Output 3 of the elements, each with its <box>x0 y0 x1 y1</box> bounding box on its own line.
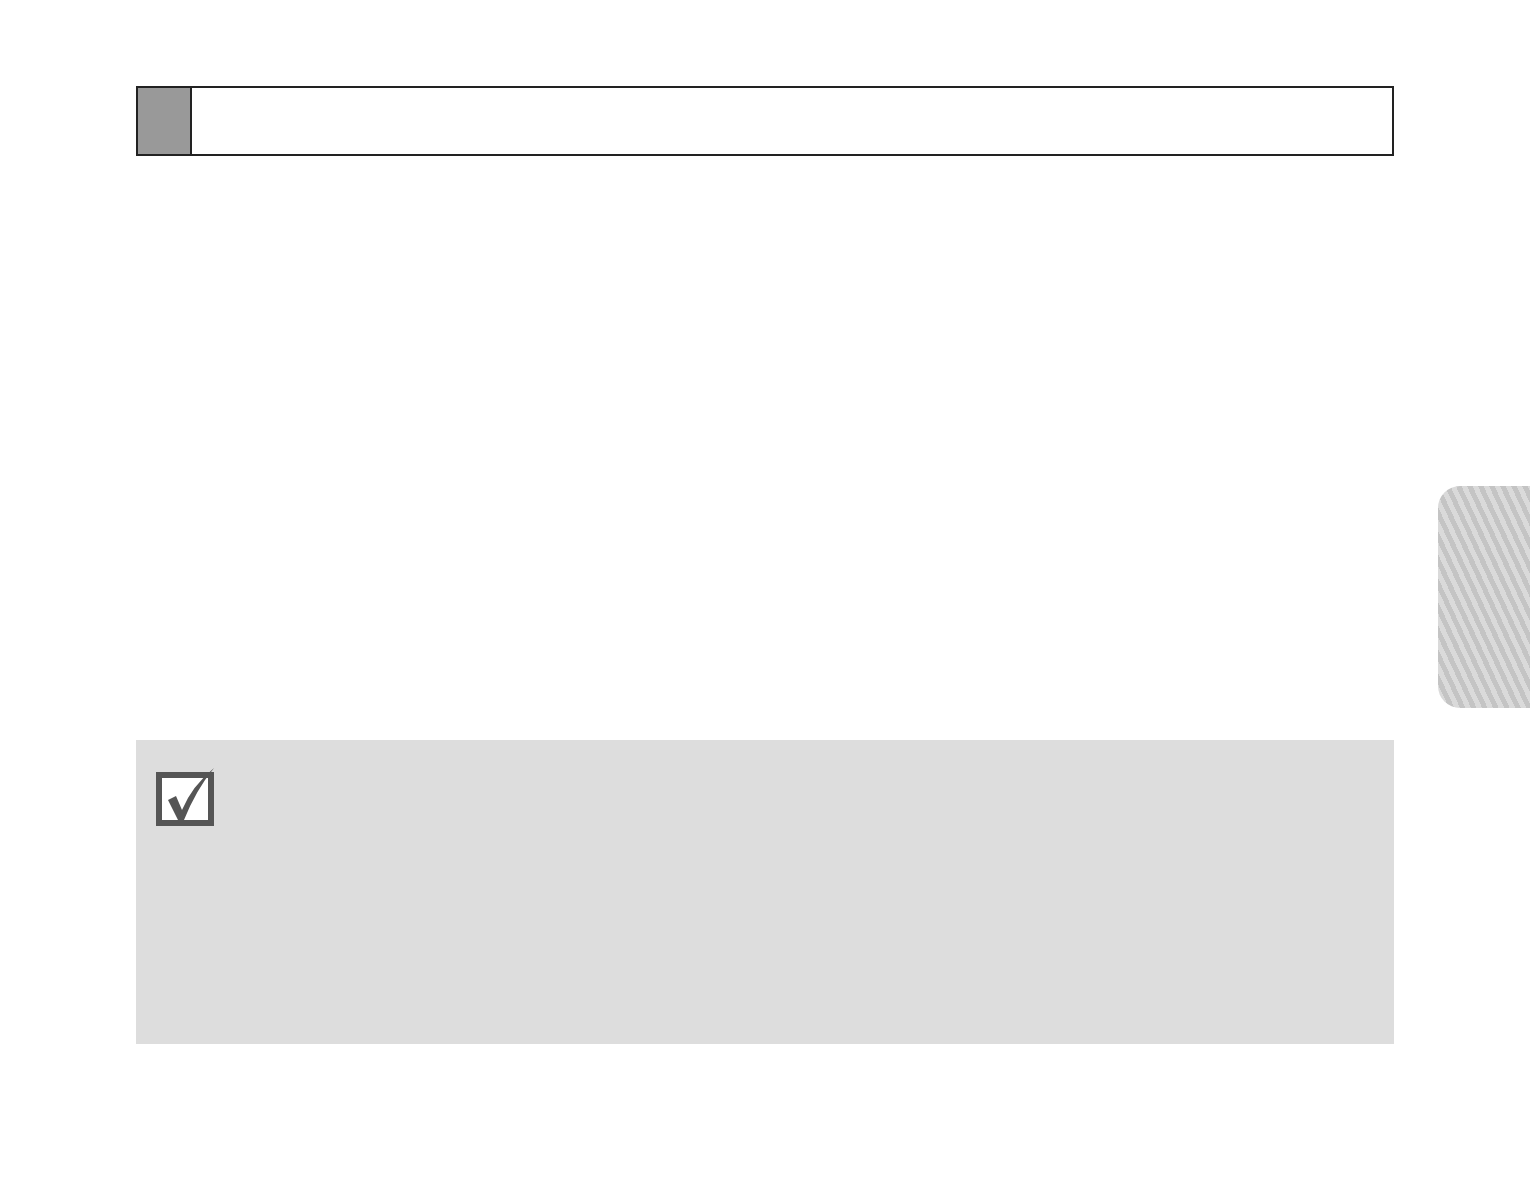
side-tab <box>1438 486 1530 708</box>
note-panel <box>136 740 1394 1044</box>
heading-bar <box>136 86 1394 156</box>
